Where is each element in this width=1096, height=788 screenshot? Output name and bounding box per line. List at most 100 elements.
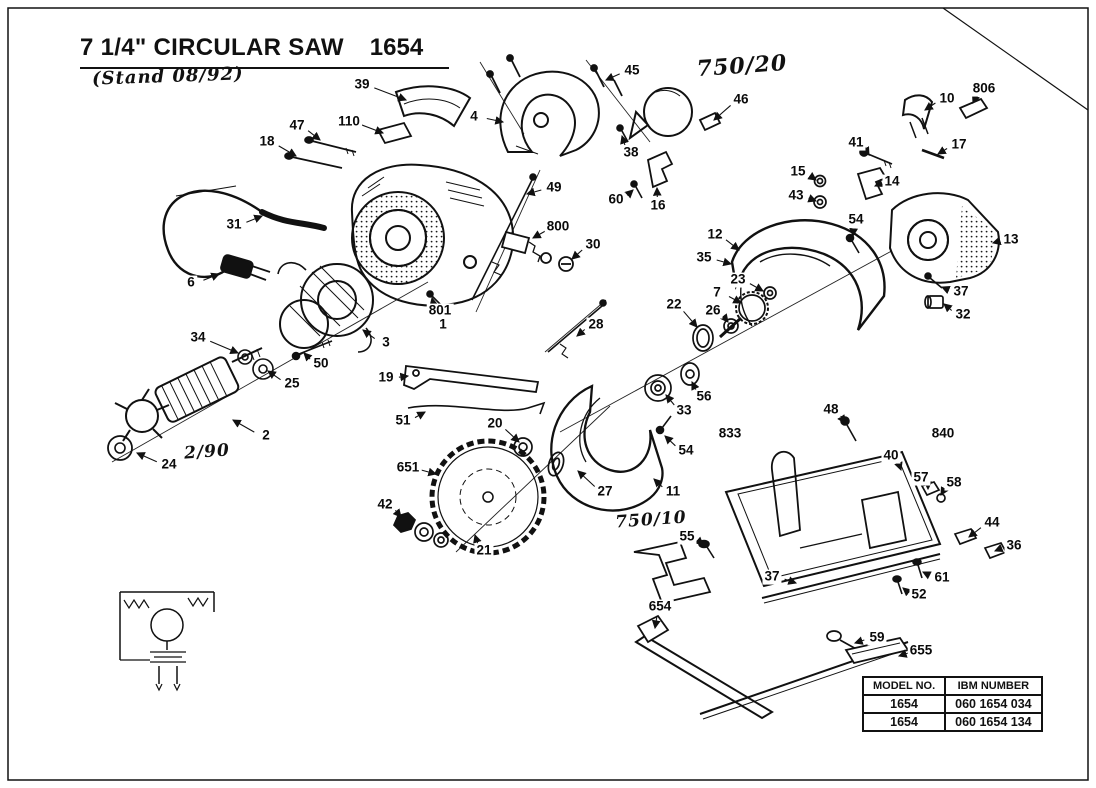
part-callout-7: 7 [711,284,723,301]
clip-44 [953,527,978,546]
part-callout-48: 48 [821,401,841,418]
part-callout-35: 35 [694,249,714,266]
part-callout-31: 31 [224,216,244,233]
part-callout-34: 34 [188,329,208,346]
part-callout-14: 14 [882,173,902,190]
blade-bolt-42 [392,512,449,548]
part-callout-801: 801 [426,302,454,319]
part-callout-655: 655 [907,642,935,659]
part-callout-17: 17 [949,136,969,153]
part-callout-39: 39 [352,76,372,93]
part-callout-651: 651 [394,459,422,476]
col-ibm-number: IBM NUMBER [944,676,1043,696]
part-callout-25: 25 [282,375,302,392]
clip-10 [901,94,934,139]
part-callout-40: 40 [881,447,901,464]
part-callout-1: 1 [437,316,449,333]
part-callout-654: 654 [646,598,674,615]
part-callout-32: 32 [953,306,973,323]
page-border [7,7,1089,781]
part-callout-6: 6 [185,274,197,291]
part-callout-59: 59 [867,629,887,646]
pin-15 [813,174,827,188]
work-light-bulb [628,87,693,141]
table-cell: 1654 [861,694,947,714]
screw-37-right [924,272,943,289]
part-callout-13: 13 [1001,231,1021,248]
gear-housing [888,192,1000,284]
fan [114,388,170,442]
part-callout-18: 18 [257,133,277,150]
part-callout-10: 10 [937,90,957,107]
depth-rod-37 [761,553,941,604]
bracket-750-10 [633,540,712,605]
part-callout-33: 33 [674,402,694,419]
part-callout-45: 45 [622,62,642,79]
part-callout-840: 840 [929,425,957,442]
part-callout-47: 47 [287,117,307,134]
table-cell: 060 1654 034 [944,694,1043,714]
part-callout-3: 3 [380,334,392,351]
part-callout-51: 51 [393,412,413,429]
title-block: 7 1/4" CIRCULAR SAW 1654 [80,34,450,69]
table-header-row: MODEL NO. IBM NUMBER [861,676,1043,696]
part-callout-42: 42 [375,496,395,513]
washer-43 [813,195,827,209]
saw-blade [429,438,547,556]
table-cell: 1654 [861,712,947,732]
pin-17 [921,148,945,160]
base-plate [724,450,942,588]
part-callout-43: 43 [786,187,806,204]
part-callout-44: 44 [982,514,1002,531]
handwritten-note: 2/90 [181,440,233,464]
screw-54-top [845,233,860,254]
leader-lines [135,72,1004,658]
screw-60 [630,180,643,199]
part-callout-26: 26 [703,302,723,319]
screw-61 [912,558,923,579]
long-screws [471,173,607,359]
brush-cap-30 [558,256,574,272]
part-callout-19: 19 [376,369,396,386]
stator-hardware [237,339,333,380]
bracket-16 [646,150,674,189]
lower-blade-guard [550,384,664,512]
model-number: 1654 [369,34,424,61]
part-callout-46: 46 [731,91,751,108]
bolt-59 [826,630,859,651]
part-callout-49: 49 [544,179,564,196]
part-callout-54: 54 [676,442,696,459]
bushing-32 [924,295,944,309]
part-callout-50: 50 [311,355,331,372]
part-callout-36: 36 [1004,537,1024,554]
page-title: 7 1/4" CIRCULAR SAW [80,34,344,61]
part-callout-2: 2 [260,427,272,444]
power-plug [220,254,271,281]
part-callout-30: 30 [583,236,603,253]
col-model-no: MODEL NO. [861,676,947,696]
lamp-bracket-46 [698,111,722,132]
part-callout-56: 56 [694,388,714,405]
part-callout-28: 28 [586,316,606,333]
part-callout-27: 27 [595,483,615,500]
part-callout-57: 57 [911,469,931,486]
handle-screws [486,54,623,97]
screw-52 [892,575,903,595]
field-stator [277,262,374,353]
part-callout-24: 24 [159,456,179,473]
part-callout-20: 20 [485,415,505,432]
screw-41 [859,147,893,169]
power-cord [162,185,327,279]
part-callout-41: 41 [846,134,866,151]
part-callout-11: 11 [663,483,683,500]
wrench-19 [403,364,540,393]
part-callout-22: 22 [664,296,684,313]
part-callout-23: 23 [728,271,748,288]
part-callout-15: 15 [788,163,808,180]
wiring-schematic [119,591,215,692]
part-callout-800: 800 [544,218,572,235]
